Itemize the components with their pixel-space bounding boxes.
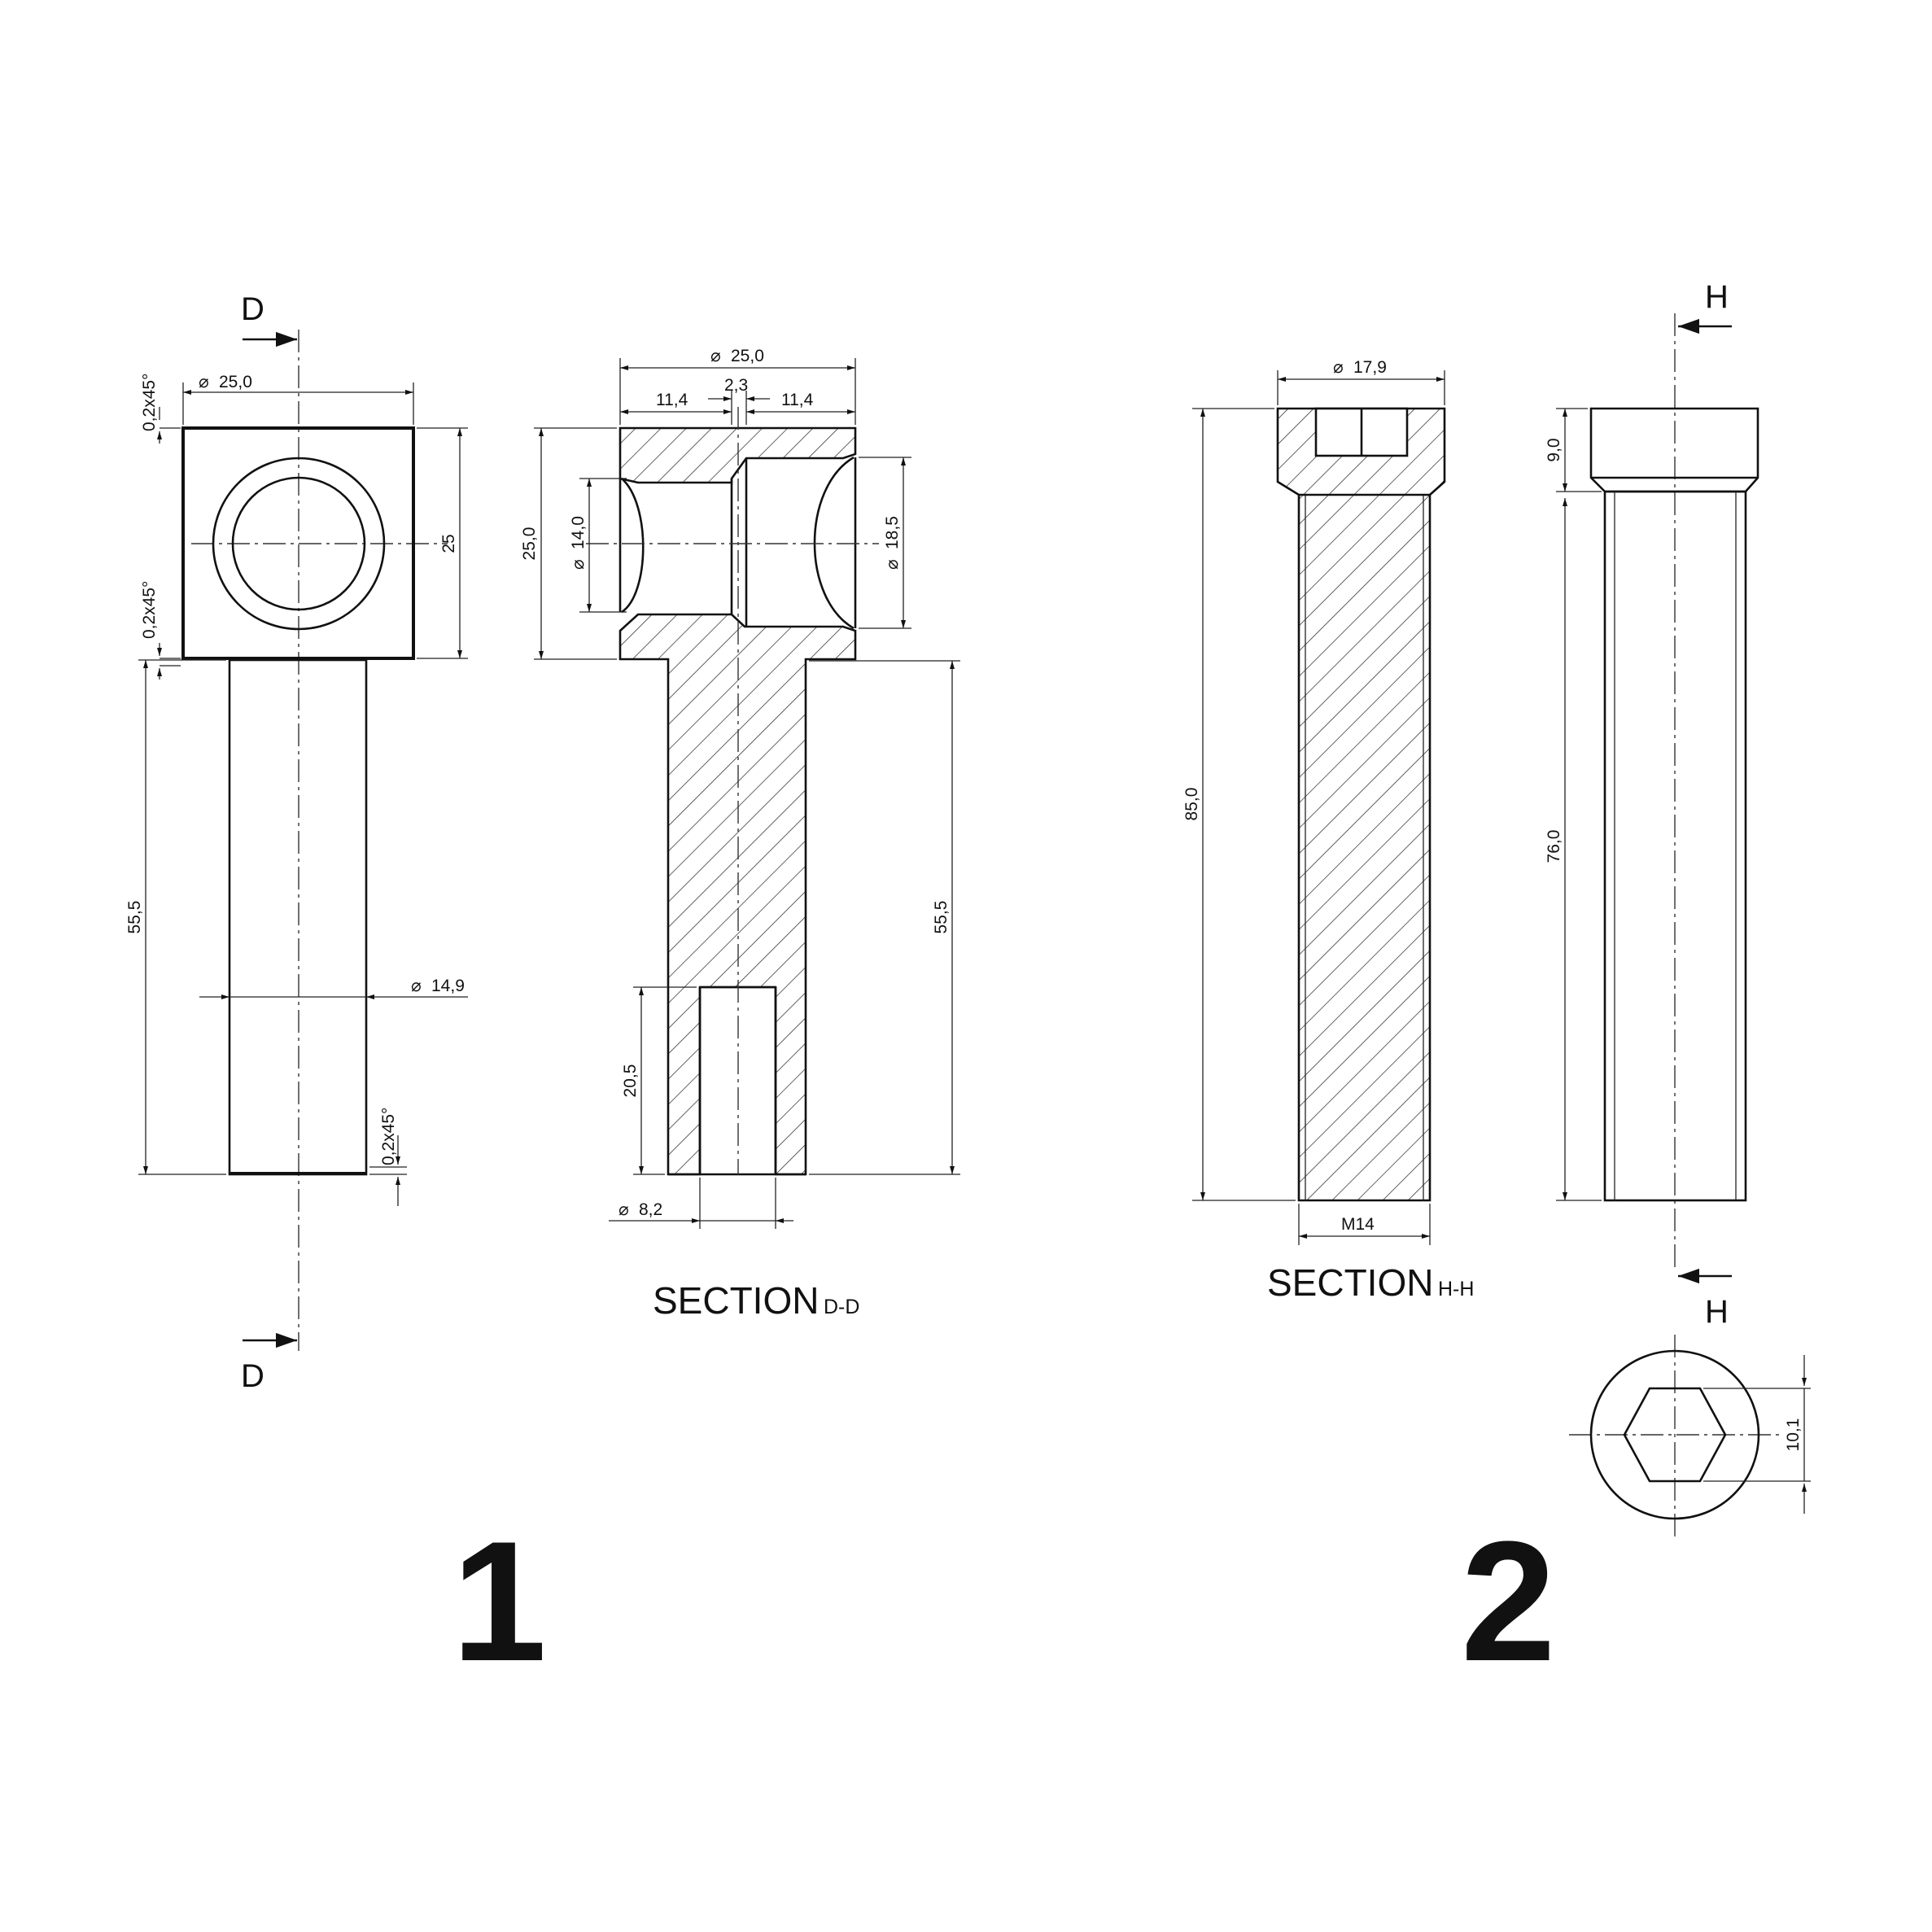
right-bore-curve [813,456,855,630]
hex-size-label: 10,1 [1784,1418,1803,1452]
thread-label: M14 [1341,1215,1375,1234]
right-offset-label: 11,4 [781,391,814,409]
head-bore-outer [212,457,386,631]
shaft-length-label: 55,5 [125,901,144,934]
bolt-shaft-length-label: 76,0 [1545,830,1563,863]
left-bore-curve [621,478,645,614]
left-bore-label: 14,0 [569,516,588,549]
diameter-symbol: ⌀ [883,559,902,570]
part2-side-view: H H 9,0 76,0 [1545,279,1759,1330]
chamfer-top-label: 0,2x45° [140,374,159,431]
bolt-shaft [1603,490,1747,1202]
total-length-label: 85,0 [1182,788,1201,821]
bolt-head-circle [1589,1349,1760,1520]
diameter-symbol: ⌀ [619,1200,629,1219]
section-title: SECTION [653,1279,819,1322]
left-offset-label: 11,4 [656,391,688,409]
chamfer-mid-label: 0,2x45° [140,581,159,639]
part-label-1: 1 [452,1506,547,1697]
chamfer-bottom-label: 0,2x45° [379,1108,398,1165]
bolt-head-height-label: 9,0 [1545,438,1563,461]
section-shaft-length-label: 55,5 [932,901,951,934]
hole-diameter-label: 8,2 [639,1200,662,1219]
part1-front-view: D D ⌀ 25,0 25 0,2x45° 0,2x45° 55,5 ⌀ 14 [125,291,468,1394]
part2-section-view: ⌀ 17,9 85,0 M14 SECTION H-H [1182,358,1474,1304]
shaft-diameter-label: 14,9 [431,977,465,995]
diameter-symbol: ⌀ [1333,358,1344,377]
section-name: D-D [824,1296,859,1318]
right-bore-label: 18,5 [883,516,902,549]
head-square [181,426,415,660]
part-label-2: 2 [1461,1506,1556,1697]
bolt-head-diameter-label: 17,9 [1353,358,1387,377]
part2-end-view: 10,1 [1569,1335,1811,1538]
diameter-symbol: ⌀ [199,373,209,391]
head-diameter-label: 25,0 [219,373,252,391]
section-head-height-label: 25,0 [520,527,539,561]
bolt-section-body [1276,407,1446,1202]
part1-section-view: ⌀ 25,0 11,4 2,3 11,4 25,0 ⌀ 14,0 ⌀ 18,5 [520,347,960,1322]
diameter-symbol: ⌀ [411,977,422,995]
section-letter-top: H [1705,279,1729,315]
hole-depth-label: 20,5 [621,1064,640,1098]
section-name: H-H [1438,1278,1474,1300]
section-letter-bottom: D [241,1358,264,1394]
section-letter-top: D [241,291,264,327]
section-letter-bottom: H [1705,1294,1729,1330]
head-height-label: 25 [439,534,458,553]
diameter-symbol: ⌀ [710,347,721,365]
hex-socket-icon [1623,1387,1727,1483]
diameter-symbol: ⌀ [569,559,588,570]
slot-width-label: 2,3 [724,376,748,395]
head-bore-inner [231,476,366,611]
shaft [228,658,368,1176]
outer-diameter-label: 25,0 [731,347,764,365]
section-title: SECTION [1267,1261,1433,1304]
